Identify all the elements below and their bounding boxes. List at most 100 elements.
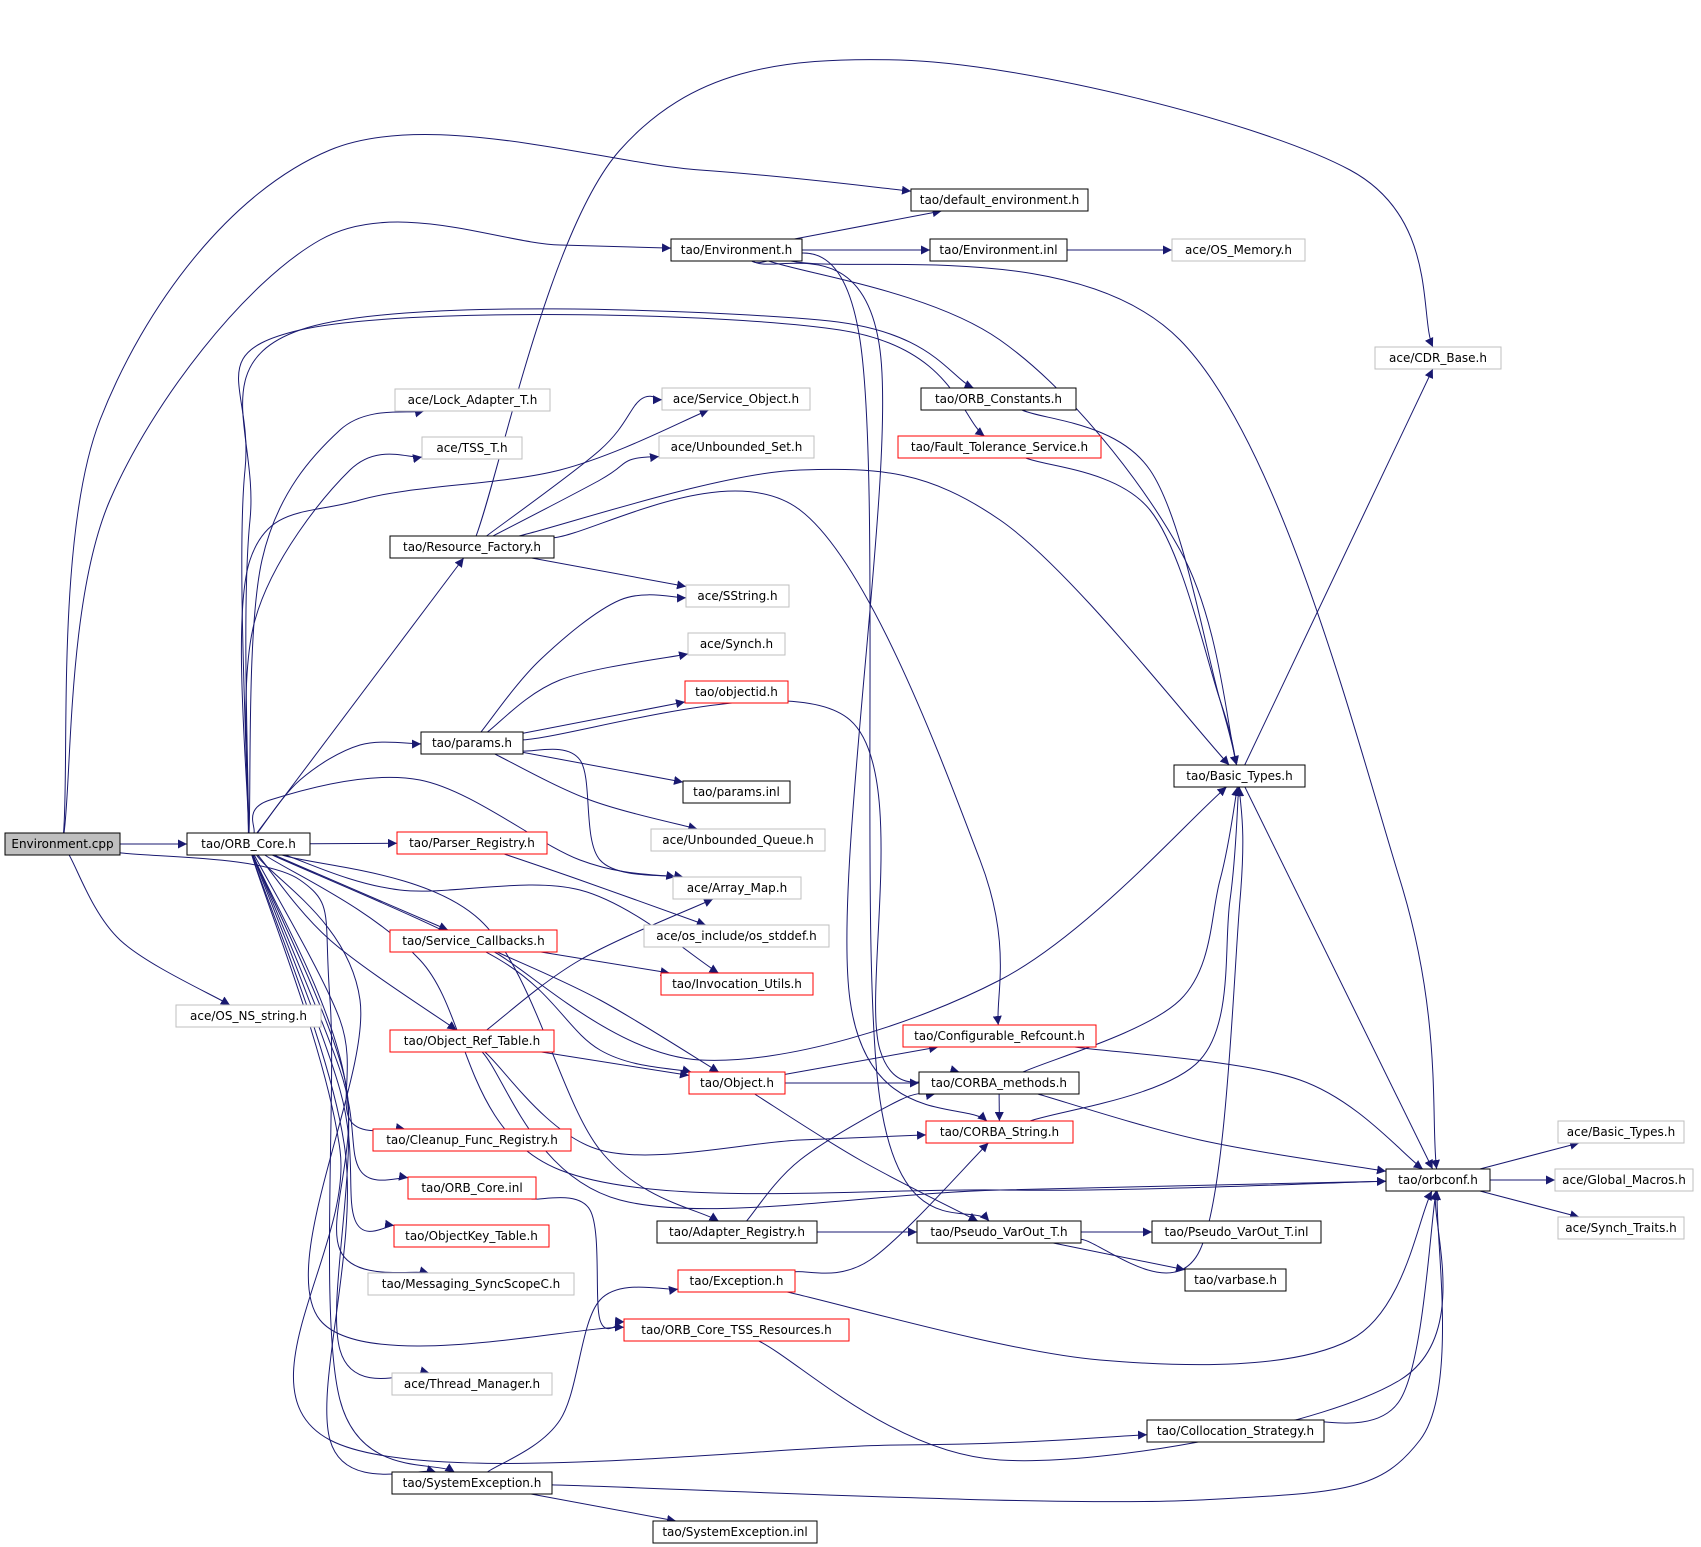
node-box bbox=[396, 831, 548, 855]
edge-corba_methods_h-to-orbconf_h bbox=[1037, 1093, 1387, 1175]
edge-environment_h-to-default_environment_h bbox=[794, 208, 942, 240]
node-ace_basic_types_h[interactable]: ace/Basic_Types.h bbox=[1557, 1120, 1685, 1144]
edge-orb_core_h-to-orb_core_tss_resources_h bbox=[255, 854, 625, 1347]
node-systemexception_h[interactable]: tao/SystemException.h bbox=[391, 1471, 553, 1495]
node-object_ref_table_h[interactable]: tao/Object_Ref_Table.h bbox=[389, 1029, 555, 1053]
node-synch_traits_h[interactable]: ace/Synch_Traits.h bbox=[1557, 1216, 1685, 1240]
node-messaging_syncscopec_h[interactable]: tao/Messaging_SyncScopeC.h bbox=[367, 1272, 575, 1296]
node-label: ace/CDR_Base.h bbox=[1389, 351, 1487, 365]
node-orb_constants_h[interactable]: tao/ORB_Constants.h bbox=[920, 387, 1077, 411]
node-box bbox=[656, 1220, 818, 1244]
edge-configurable_refcount_h-to-orbconf_h bbox=[1074, 1046, 1424, 1170]
node-cdr_base_h[interactable]: ace/CDR_Base.h bbox=[1374, 346, 1502, 370]
node-label: tao/Cleanup_Func_Registry.h bbox=[386, 1133, 558, 1147]
node-label: tao/Object_Ref_Table.h bbox=[404, 1034, 540, 1048]
node-configurable_refcount_h[interactable]: tao/Configurable_Refcount.h bbox=[902, 1024, 1097, 1048]
edge-orb_core_h-to-cleanup_func_registry_h bbox=[253, 854, 405, 1132]
node-label: tao/Fault_Tolerance_Service.h bbox=[911, 440, 1088, 454]
node-default_environment_h[interactable]: tao/default_environment.h bbox=[910, 188, 1089, 212]
node-cleanup_func_registry_h[interactable]: tao/Cleanup_Func_Registry.h bbox=[372, 1128, 572, 1152]
node-pseudo_varout_t_h[interactable]: tao/Pseudo_VarOut_T.h bbox=[916, 1220, 1082, 1244]
node-label: tao/Invocation_Utils.h bbox=[672, 977, 802, 991]
edge-parser_registry_h-to-os_stddef_h bbox=[503, 853, 706, 927]
node-corba_string_h[interactable]: tao/CORBA_String.h bbox=[925, 1120, 1074, 1144]
node-pseudo_varout_t_inl[interactable]: tao/Pseudo_VarOut_T.inl bbox=[1151, 1220, 1322, 1244]
edge-service_callbacks_h-to-basic_types_h_tao bbox=[494, 786, 1227, 1061]
node-label: ace/OS_Memory.h bbox=[1185, 243, 1292, 257]
node-label: tao/Configurable_Refcount.h bbox=[914, 1029, 1085, 1043]
edge-orb_core_h-to-thread_manager_h bbox=[252, 854, 430, 1379]
node-global_macros_h[interactable]: ace/Global_Macros.h bbox=[1554, 1168, 1694, 1192]
node-box bbox=[1173, 764, 1306, 788]
edge-orb_constants_h-to-basic_types_h_tao bbox=[1021, 409, 1239, 766]
edge-object_ref_table_h-to-object_h bbox=[541, 1051, 690, 1079]
node-unbounded_queue_h[interactable]: ace/Unbounded_Queue.h bbox=[650, 828, 826, 852]
node-box bbox=[660, 972, 814, 996]
node-orb_core_h[interactable]: tao/ORB_Core.h bbox=[186, 832, 311, 856]
node-objectkey_table_h[interactable]: tao/ObjectKey_Table.h bbox=[393, 1224, 550, 1248]
node-invocation_utils_h[interactable]: tao/Invocation_Utils.h bbox=[660, 972, 814, 996]
node-service_object_h[interactable]: ace/Service_Object.h bbox=[661, 387, 811, 411]
node-parser_registry_h[interactable]: tao/Parser_Registry.h bbox=[396, 831, 548, 855]
node-corba_methods_h[interactable]: tao/CORBA_methods.h bbox=[918, 1071, 1080, 1095]
edge-environment_h-to-basic_types_h_tao bbox=[768, 260, 1239, 766]
node-params_h[interactable]: tao/params.h bbox=[420, 731, 524, 755]
node-lock_adapter_t_h[interactable]: ace/Lock_Adapter_T.h bbox=[394, 388, 551, 412]
node-orbconf_h[interactable]: tao/orbconf.h bbox=[1385, 1168, 1491, 1192]
node-label: tao/ORB_Constants.h bbox=[935, 392, 1062, 406]
node-exception_h[interactable]: tao/Exception.h bbox=[677, 1269, 796, 1293]
edge-object_h-to-pseudo_varout_t_h bbox=[754, 1093, 979, 1222]
node-adapter_registry_h[interactable]: tao/Adapter_Registry.h bbox=[656, 1220, 818, 1244]
edge-orbconf_h-to-ace_basic_types_h bbox=[1479, 1140, 1580, 1170]
node-label: tao/Environment.inl bbox=[939, 243, 1057, 257]
node-environment_h[interactable]: tao/Environment.h bbox=[670, 238, 803, 262]
edge-resource_factory_h-to-service_object_h bbox=[486, 395, 663, 537]
node-resource_factory_h[interactable]: tao/Resource_Factory.h bbox=[389, 535, 555, 559]
node-collocation_strategy_h[interactable]: tao/Collocation_Strategy.h bbox=[1146, 1419, 1325, 1443]
node-systemexception_inl[interactable]: tao/SystemException.inl bbox=[652, 1520, 818, 1544]
node-box bbox=[1557, 1120, 1685, 1144]
node-environment_inl[interactable]: tao/Environment.inl bbox=[929, 238, 1068, 262]
node-synch_h[interactable]: ace/Synch.h bbox=[687, 632, 786, 656]
node-objectid_h[interactable]: tao/objectid.h bbox=[684, 680, 789, 704]
node-orb_core_inl[interactable]: tao/ORB_Core.inl bbox=[407, 1176, 537, 1200]
node-varbase_h[interactable]: tao/varbase.h bbox=[1184, 1268, 1287, 1292]
node-os_stddef_h[interactable]: ace/os_include/os_stddef.h bbox=[643, 924, 830, 948]
node-label: tao/CORBA_methods.h bbox=[931, 1076, 1067, 1090]
node-array_map_h[interactable]: ace/Array_Map.h bbox=[672, 876, 802, 900]
node-tss_t_h[interactable]: ace/TSS_T.h bbox=[421, 436, 523, 460]
node-box bbox=[677, 1269, 796, 1293]
node-label: ace/Unbounded_Queue.h bbox=[662, 833, 813, 847]
edge-collocation_strategy_h-to-orbconf_h bbox=[1293, 1190, 1440, 1424]
edge-orb_core_h-to-collocation_strategy_h bbox=[251, 854, 1148, 1464]
node-sstring_h[interactable]: ace/SString.h bbox=[685, 584, 790, 608]
node-params_inl[interactable]: tao/params.inl bbox=[682, 780, 791, 804]
node-box bbox=[672, 876, 802, 900]
edge-resource_factory_h-to-unbounded_set_h bbox=[492, 453, 660, 537]
node-box bbox=[918, 1071, 1080, 1095]
node-box bbox=[391, 1471, 553, 1495]
node-basic_types_h_tao[interactable]: tao/Basic_Types.h bbox=[1173, 764, 1306, 788]
edge-orb_core_h-to-adapter_registry_h bbox=[281, 854, 719, 1222]
node-box bbox=[687, 632, 786, 656]
node-box bbox=[652, 1520, 818, 1544]
node-os_memory_h[interactable]: ace/OS_Memory.h bbox=[1171, 238, 1306, 262]
node-object_h[interactable]: tao/Object.h bbox=[688, 1071, 786, 1095]
node-service_callbacks_h[interactable]: tao/Service_Callbacks.h bbox=[389, 929, 558, 953]
node-box bbox=[1557, 1216, 1685, 1240]
node-unbounded_set_h[interactable]: ace/Unbounded_Set.h bbox=[658, 435, 815, 459]
node-orb_core_tss_resources_h[interactable]: tao/ORB_Core_TSS_Resources.h bbox=[623, 1318, 850, 1342]
node-label: tao/ORB_Core.inl bbox=[421, 1181, 522, 1195]
node-box bbox=[643, 924, 830, 948]
node-box bbox=[1146, 1419, 1325, 1443]
node-fault_tolerance_service_h[interactable]: tao/Fault_Tolerance_Service.h bbox=[897, 435, 1102, 459]
node-os_ns_string_h[interactable]: ace/OS_NS_string.h bbox=[175, 1004, 322, 1028]
edge-pseudo_varout_t_h-to-basic_types_h_tao bbox=[1080, 786, 1245, 1274]
node-box bbox=[389, 929, 558, 953]
node-environment_cpp[interactable]: Environment.cpp bbox=[4, 832, 121, 856]
node-label: tao/Collocation_Strategy.h bbox=[1157, 1424, 1314, 1438]
edge-resource_factory_h-to-basic_types_h_tao bbox=[518, 468, 1230, 766]
node-thread_manager_h[interactable]: ace/Thread_Manager.h bbox=[391, 1372, 553, 1396]
node-box bbox=[186, 832, 311, 856]
node-label: ace/Service_Object.h bbox=[673, 392, 799, 406]
